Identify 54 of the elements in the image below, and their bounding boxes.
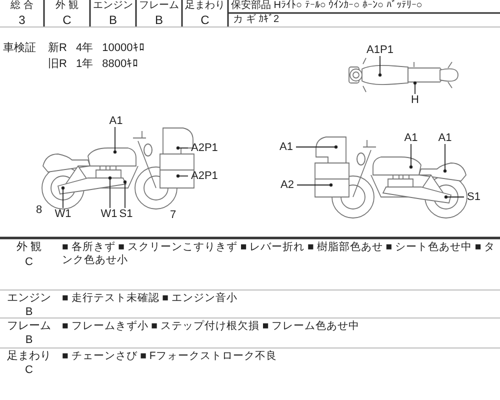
- callout-label: A1: [278, 141, 296, 153]
- column-heading: 足まわり: [184, 0, 226, 12]
- callout-label: W1: [54, 208, 72, 220]
- row-label: フレーム: [6, 320, 52, 334]
- leader-line: [108, 176, 112, 208]
- callout-label: A1P1: [364, 44, 396, 56]
- inspection-value: 新R 4年 10000ｷﾛ: [48, 42, 146, 56]
- row-label: 外 観: [15, 241, 43, 255]
- callout-label: H: [409, 94, 421, 106]
- column-heading: 総 合: [10, 0, 34, 12]
- callout-label: A1: [108, 115, 124, 127]
- grade-value: B: [154, 13, 164, 28]
- grade-value: B: [24, 334, 34, 348]
- leader-line: [296, 183, 333, 187]
- leader-line: [296, 145, 338, 149]
- callout-label: A1: [403, 132, 419, 144]
- callout-label: S1: [119, 208, 133, 220]
- defect-list: ■ 走行テスト未確認 ■ エンジン音小: [62, 292, 496, 306]
- defect-list: ■ フレームきず小 ■ ステップ付け根欠損 ■ フレーム色あせ中: [62, 320, 496, 334]
- grade-value: C: [200, 13, 210, 28]
- row-label: 足まわり: [6, 350, 52, 364]
- defect-list: ■ チェーンさび ■ Fフォークストローク不良: [62, 350, 496, 364]
- leader-line: [176, 146, 188, 150]
- row-label: 車検証: [3, 42, 37, 56]
- callout-number: 7: [168, 209, 178, 223]
- column-heading: フレーム: [138, 0, 180, 12]
- grade-value: C: [24, 364, 34, 378]
- leader-line: [378, 56, 382, 77]
- column-heading: エンジン: [92, 0, 134, 12]
- callout-label: A1: [437, 132, 453, 144]
- callout-number: 8: [34, 204, 44, 218]
- grade-value: 3: [18, 13, 26, 28]
- defect-list: ■ 各所きず ■ スクリーンこすりきず ■ レバー折れ ■ 樹脂部色あせ ■ シート色あせ中 ■ タンク色あせ小: [62, 241, 496, 268]
- leader-line: [123, 180, 127, 208]
- grade-value: C: [62, 13, 72, 28]
- grade-value: C: [24, 256, 34, 270]
- leader-line: [409, 144, 413, 169]
- callout-label: W1: [100, 208, 118, 220]
- leader-line: [444, 195, 464, 199]
- grade-value: B: [108, 13, 118, 28]
- motorcycle-drawing: [348, 58, 458, 92]
- column-heading: 外 観: [54, 0, 80, 12]
- leader-line: [413, 81, 417, 94]
- callout-label: A2: [279, 179, 297, 191]
- leader-line: [61, 186, 65, 208]
- key-note: カ ギ ｶｷﾞ2: [233, 14, 280, 26]
- leader-line: [113, 126, 117, 154]
- callout-label: S1: [464, 191, 482, 203]
- leader-line: [176, 174, 188, 178]
- row-label: エンジン: [6, 292, 52, 306]
- inspection-value: 旧R 1年 8800ｷﾛ: [48, 58, 140, 72]
- grade-value: B: [24, 306, 34, 320]
- callout-label: A2P1: [188, 142, 220, 154]
- leader-line: [443, 144, 447, 173]
